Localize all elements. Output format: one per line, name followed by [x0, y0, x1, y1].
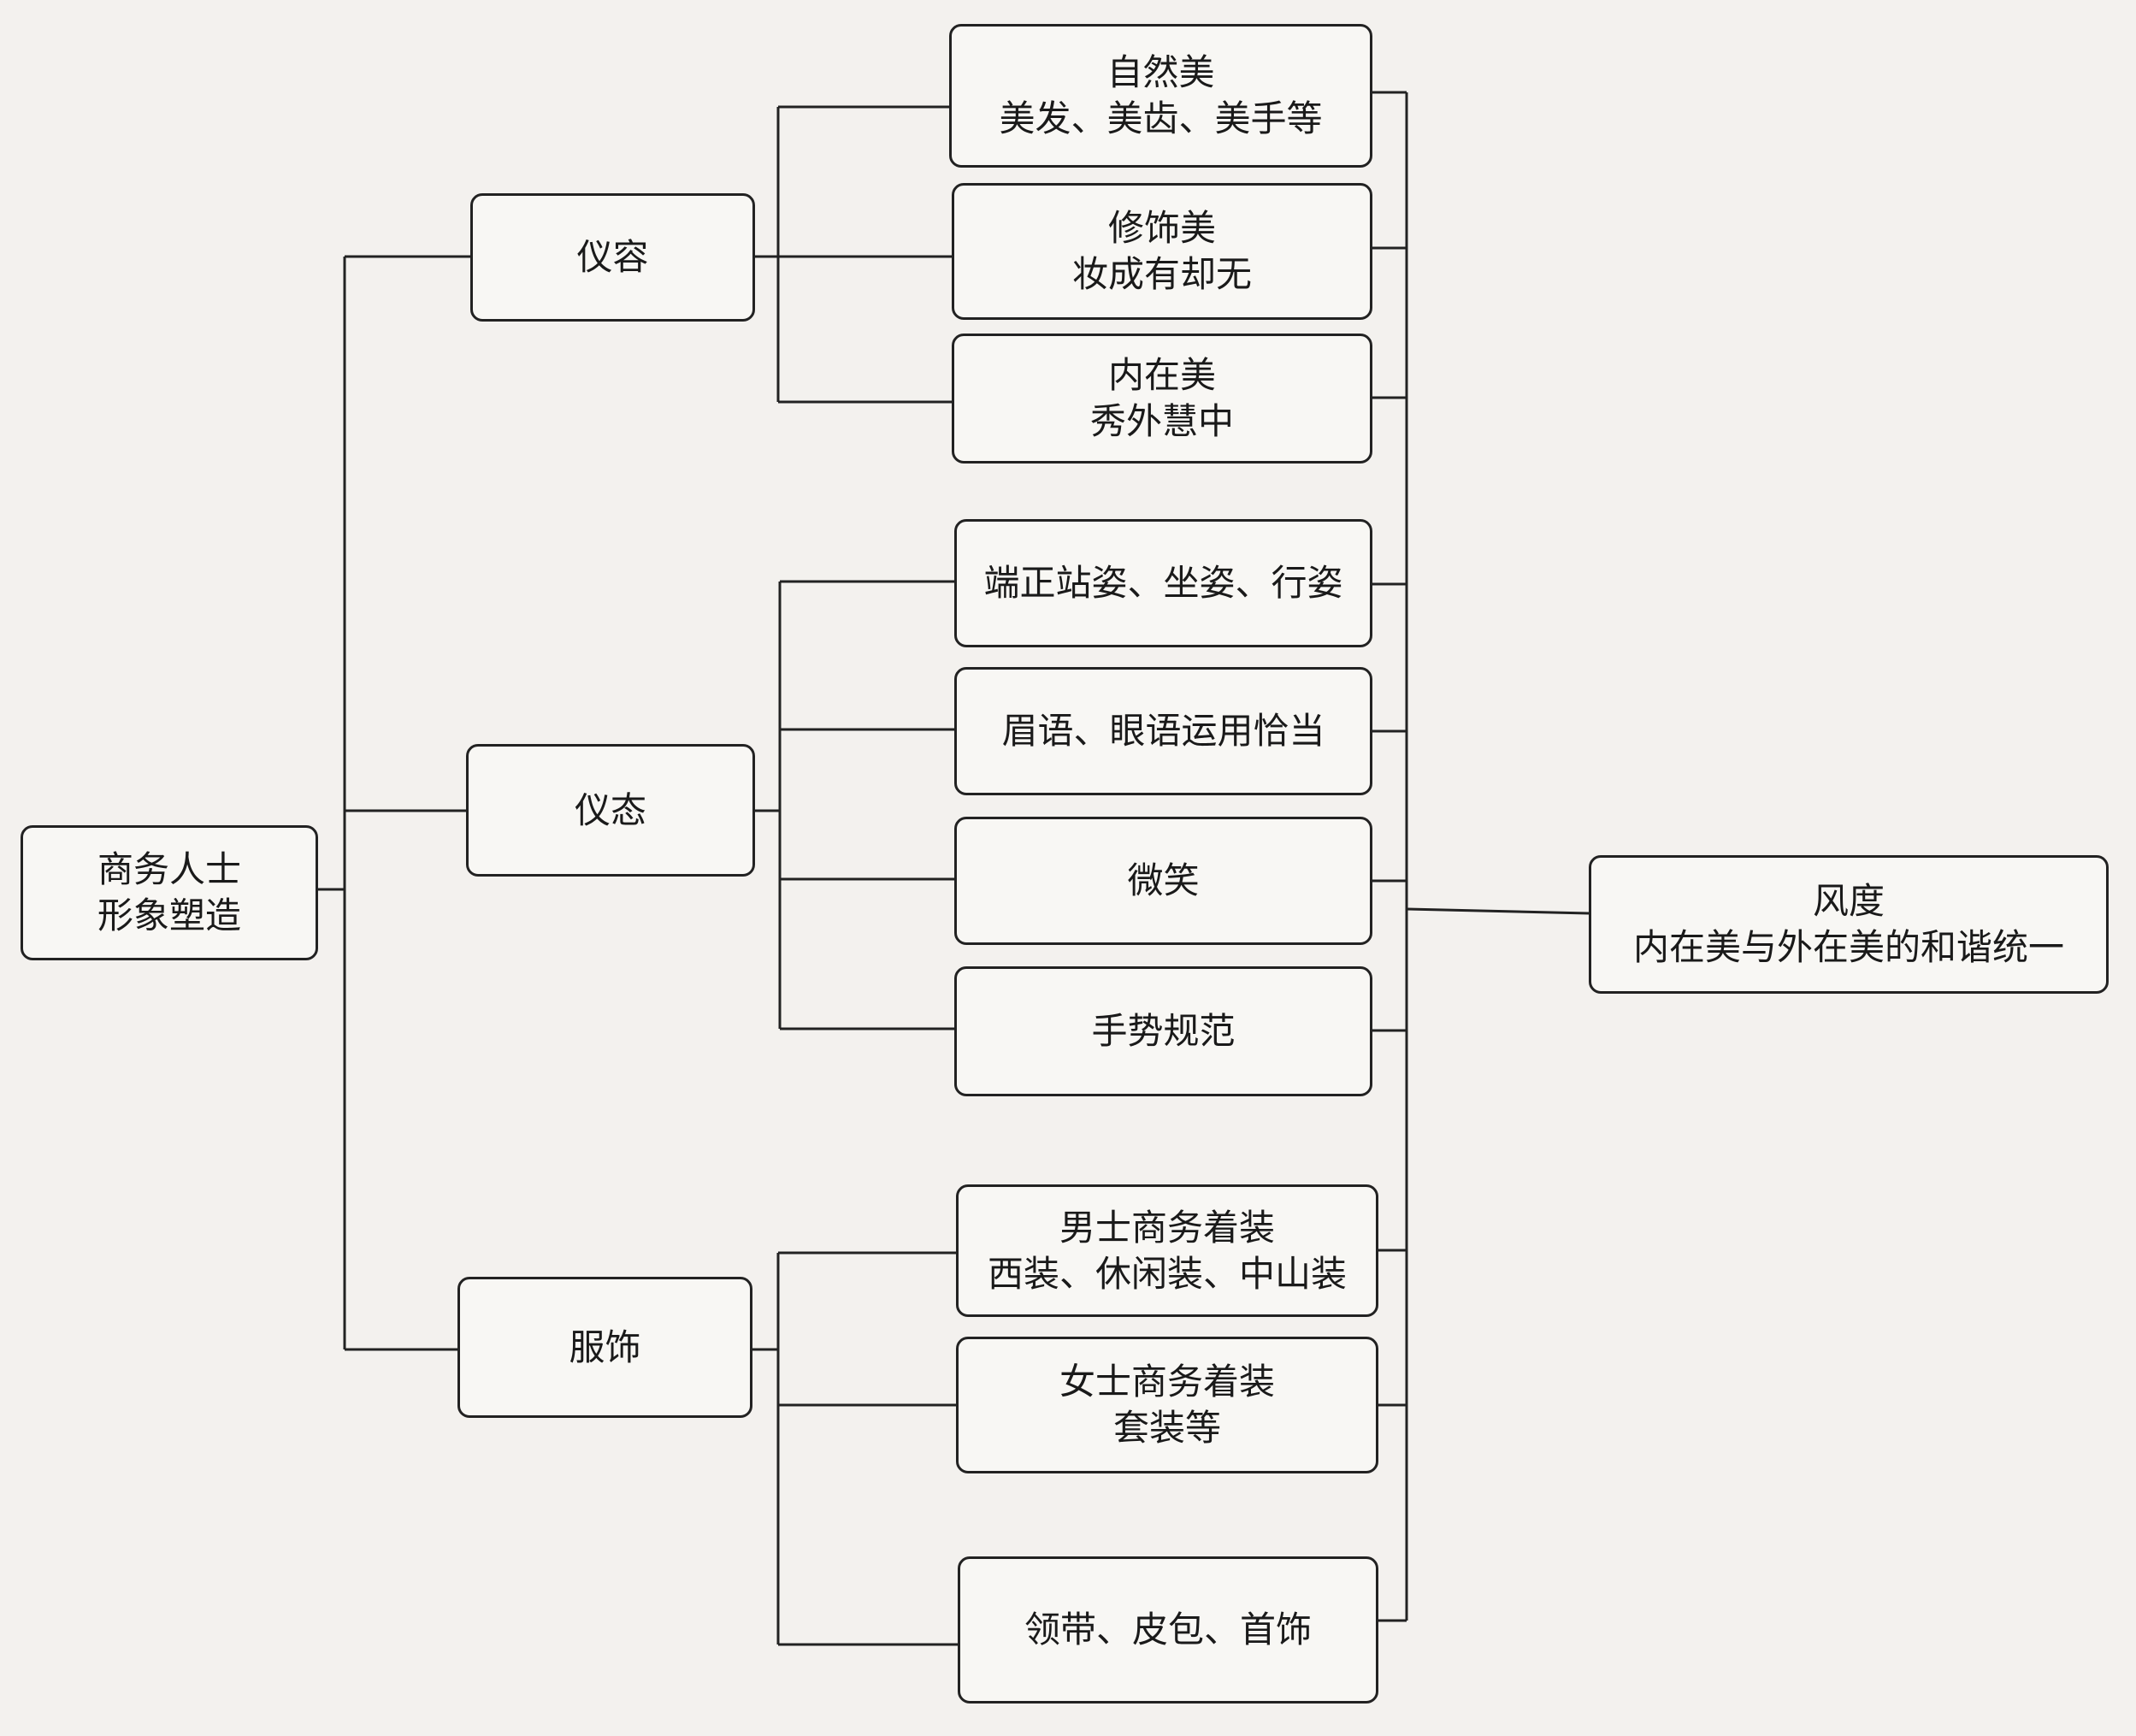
- item-node-1: 自然美 美发、美齿、美手等: [949, 24, 1372, 168]
- item-line-2: 套装等: [1112, 1407, 1221, 1449]
- item-node-9: 女士商务着装 套装等: [956, 1337, 1378, 1473]
- category-node-1: 仪容: [470, 193, 755, 322]
- item-line-1: 自然美: [1106, 51, 1215, 93]
- category-label: 仪态: [574, 788, 646, 831]
- result-line-1: 风度: [1812, 880, 1885, 922]
- item-node-10: 领带、皮包、首饰: [958, 1556, 1378, 1704]
- item-node-7: 手势规范: [954, 966, 1372, 1096]
- item-line-1: 手势规范: [1091, 1010, 1236, 1052]
- category-node-2: 仪态: [466, 744, 755, 877]
- item-line-1: 端正站姿、坐姿、行姿: [983, 562, 1343, 604]
- root-node: 商务人士 形象塑造: [21, 825, 318, 960]
- category-node-3: 服饰: [457, 1277, 752, 1418]
- item-line-1: 内在美: [1107, 354, 1216, 396]
- item-node-4: 端正站姿、坐姿、行姿: [954, 519, 1372, 647]
- item-node-5: 眉语、眼语运用恰当: [954, 667, 1372, 795]
- category-label: 仪容: [576, 236, 649, 278]
- item-line-2: 美发、美齿、美手等: [999, 97, 1323, 139]
- item-line-1: 领带、皮包、首饰: [1024, 1609, 1312, 1650]
- result-line-2: 内在美与外在美的和谐统一: [1632, 926, 2064, 968]
- item-node-8: 男士商务着装 西装、休闲装、中山装: [956, 1184, 1378, 1317]
- item-node-3: 内在美 秀外慧中: [952, 334, 1372, 464]
- item-line-2: 妆成有却无: [1071, 253, 1252, 295]
- item-line-2: 秀外慧中: [1089, 400, 1234, 442]
- category-label: 服饰: [569, 1326, 641, 1368]
- item-line-1: 微笑: [1127, 859, 1200, 901]
- connector-result: [1406, 907, 1590, 915]
- item-line-1: 修饰美: [1107, 207, 1216, 249]
- item-line-2: 西装、休闲装、中山装: [987, 1252, 1347, 1295]
- root-line-2: 形象塑造: [97, 895, 241, 936]
- item-node-6: 微笑: [954, 817, 1372, 945]
- result-node: 风度 内在美与外在美的和谐统一: [1589, 855, 2109, 994]
- root-line-1: 商务人士: [97, 848, 241, 890]
- item-node-2: 修饰美 妆成有却无: [952, 183, 1372, 320]
- item-line-1: 女士商务着装: [1059, 1361, 1275, 1402]
- item-line-1: 男士商务着装: [1059, 1206, 1275, 1249]
- item-line-1: 眉语、眼语运用恰当: [1001, 710, 1325, 752]
